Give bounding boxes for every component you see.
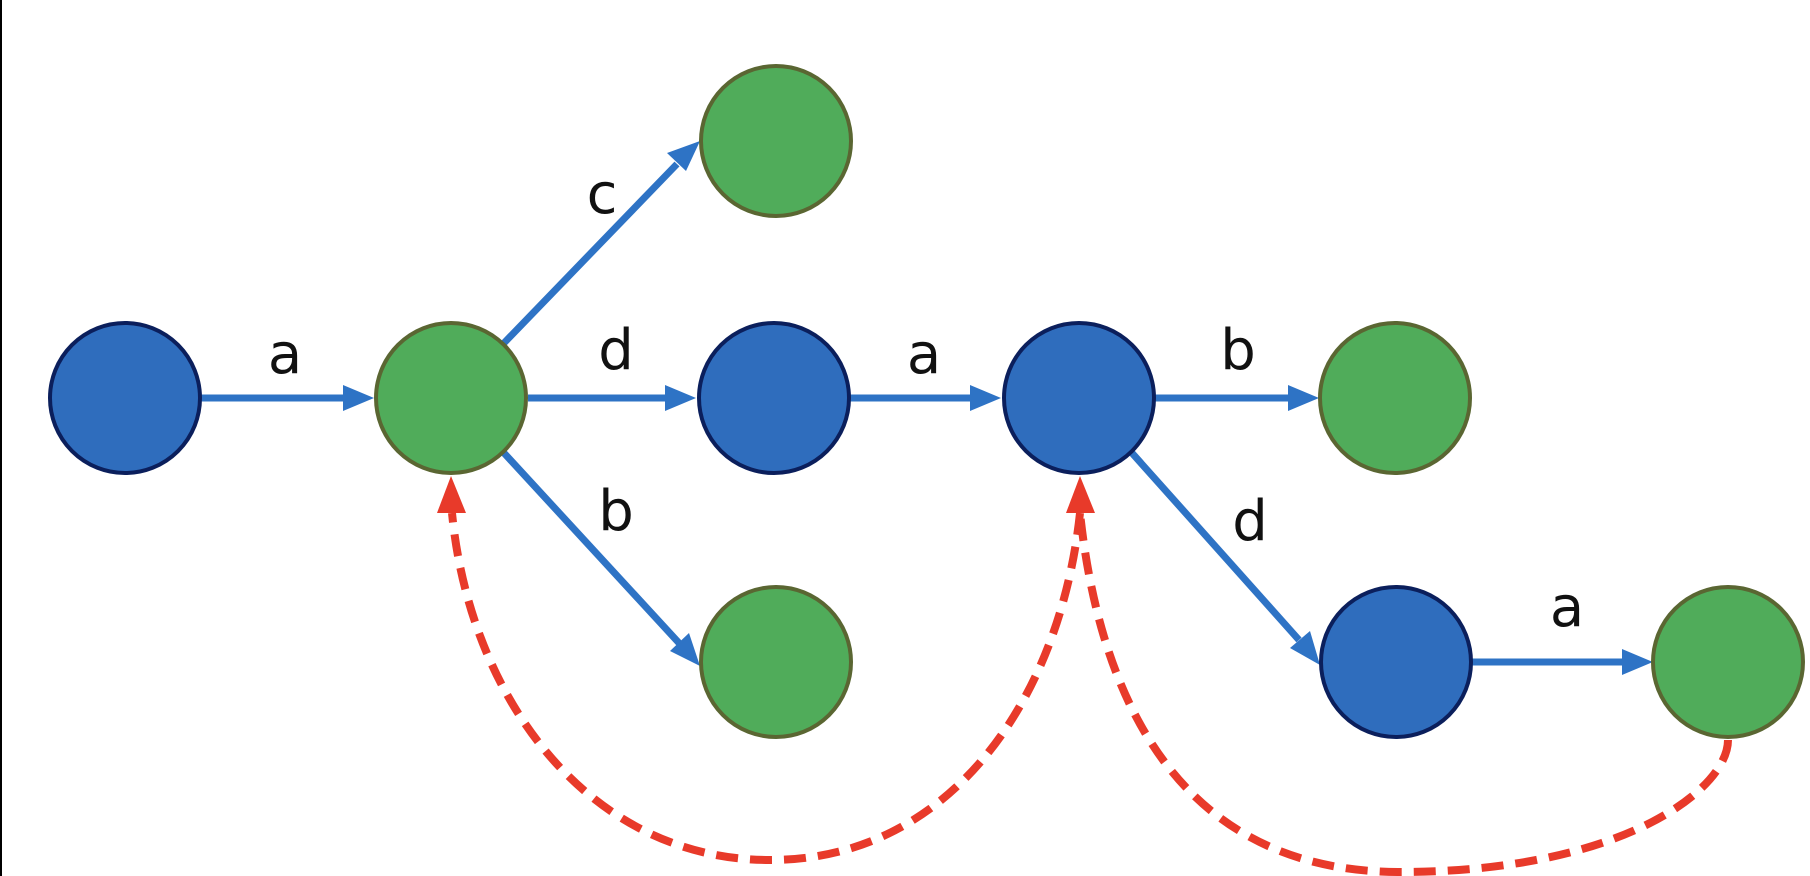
edge-n1-n3-arrowhead xyxy=(665,385,696,411)
node-n0 xyxy=(48,321,202,475)
back-edges xyxy=(437,476,1732,876)
edge-label-n5-n6: b xyxy=(1220,318,1256,383)
node-n8 xyxy=(1651,585,1805,739)
edge-label-n3-n5: a xyxy=(907,322,941,387)
edge-label-n1-n4: b xyxy=(598,479,634,544)
edge-n1-n2-arrowhead xyxy=(667,141,700,171)
node-n6 xyxy=(1318,321,1472,475)
edge-label-n5-n7: d xyxy=(1232,489,1268,554)
node-n7 xyxy=(1319,585,1473,739)
edge-n5-n6-arrowhead xyxy=(1288,385,1319,411)
edge-n1-n2 xyxy=(501,161,680,346)
node-n1 xyxy=(374,321,528,475)
node-n5 xyxy=(1002,321,1156,475)
edge-n7-n8-arrowhead xyxy=(1622,649,1653,675)
back-edge-n8-n5 xyxy=(1076,512,1732,876)
back-edge-n5-n1-arrowhead xyxy=(437,476,466,513)
node-n3 xyxy=(697,321,851,475)
nodes xyxy=(48,64,1805,739)
edge-n5-n7-arrowhead xyxy=(1290,631,1320,665)
edges: a c d b a b d a xyxy=(201,141,1653,675)
edge-n1-n4 xyxy=(501,450,682,646)
node-n2 xyxy=(699,64,853,218)
node-n4 xyxy=(699,585,853,739)
edge-n5-n7 xyxy=(1129,450,1302,643)
edge-label-n0-n1: a xyxy=(268,322,302,387)
back-edge-n8-n5-arrowhead xyxy=(1066,476,1095,513)
edge-label-n7-n8: a xyxy=(1550,575,1584,640)
edge-n0-n1-arrowhead xyxy=(343,385,374,411)
edge-n1-n4-arrowhead xyxy=(670,633,700,666)
edge-label-n1-n2: c xyxy=(587,162,618,227)
back-edge-n5-n1 xyxy=(448,512,1084,865)
edge-label-n1-n3: d xyxy=(598,318,634,383)
edge-n3-n5-arrowhead xyxy=(970,385,1001,411)
